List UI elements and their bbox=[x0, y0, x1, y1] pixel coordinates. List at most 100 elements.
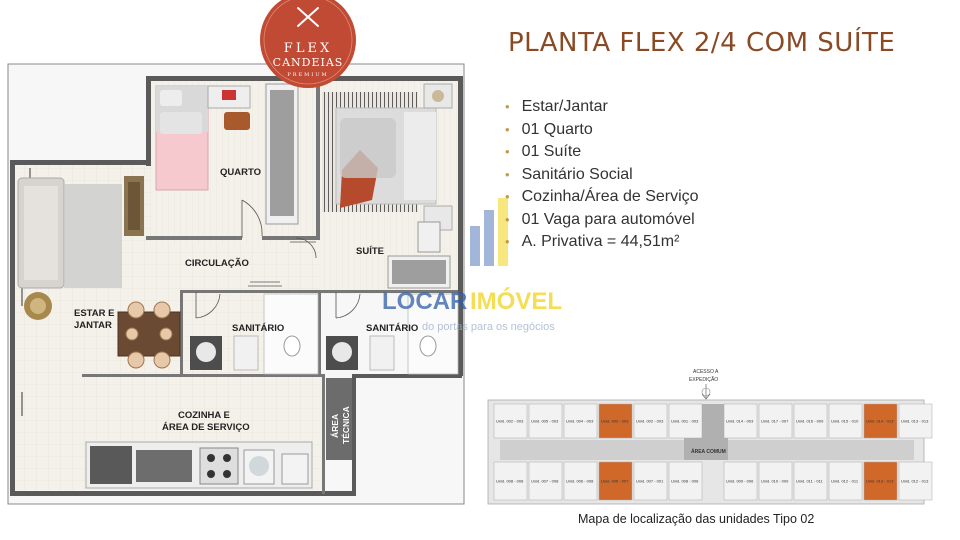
feature-text: 01 Quarto bbox=[521, 120, 593, 138]
bullet-icon: • bbox=[505, 99, 510, 114]
map-unit bbox=[723, 461, 758, 501]
sofa bbox=[17, 177, 122, 289]
logo-cross-icon bbox=[297, 7, 319, 27]
map-unit-label: Unid. 005 - 007 bbox=[601, 479, 629, 484]
feature-item: • Estar/Jantar bbox=[505, 96, 699, 119]
map-caption: Mapa de localização das unidades Tipo 02 bbox=[578, 512, 815, 526]
bullet-icon: • bbox=[505, 166, 510, 182]
map-unit bbox=[493, 461, 528, 501]
room-label-sanitario-2: SANITÁRIO bbox=[366, 323, 418, 334]
feature-item: •Sanitário Social bbox=[505, 164, 699, 187]
feature-item: • Cozinha/Área de Serviço bbox=[505, 186, 699, 209]
map-unit-label: Unid. 011 - 011 bbox=[796, 479, 824, 484]
map-unit bbox=[563, 403, 598, 439]
map-unit-label: Unid. 008 - 006 bbox=[671, 479, 699, 484]
map-unit bbox=[828, 403, 863, 439]
map-unit-label: Unid. 007 - 001 bbox=[636, 479, 664, 484]
room-label-cozinha-1: COZINHA E bbox=[178, 410, 230, 421]
map-unit bbox=[898, 403, 933, 439]
kitchen-counter bbox=[85, 441, 313, 489]
map-unit bbox=[723, 403, 758, 439]
map-unit-label: Unid. 002 - 003 bbox=[636, 419, 664, 424]
quarto-desk bbox=[207, 85, 251, 130]
suite-closet bbox=[387, 221, 451, 289]
doors bbox=[195, 199, 361, 319]
bullet-icon: • bbox=[505, 121, 510, 137]
map-unit bbox=[793, 461, 828, 501]
map-unit-label: Unid. 006 - 008 bbox=[566, 479, 594, 484]
map-unit-label: Unid. 010 - 009 bbox=[761, 479, 789, 484]
bullet-icon: • bbox=[505, 234, 510, 249]
room-label-quarto: QUARTO bbox=[220, 167, 261, 178]
quarto-closet bbox=[265, 83, 299, 225]
map-unit-label: Unid. 014 - 013 bbox=[866, 419, 894, 424]
area-tecnica-block bbox=[326, 378, 352, 460]
map-unit bbox=[598, 461, 633, 501]
feature-item: • 01 Vaga para automóvel bbox=[505, 209, 699, 232]
map-unit-label: Unid. 001 - 003 bbox=[671, 419, 699, 424]
watermark-brand-1: LOCAR bbox=[382, 288, 467, 315]
bullet-icon: • bbox=[505, 211, 510, 227]
side-table bbox=[24, 292, 52, 320]
room-label-cozinha-2: ÁREA DE SERVIÇO bbox=[162, 422, 250, 433]
map-unit bbox=[668, 403, 703, 439]
map-unit-label: Unid. 004 - 003 bbox=[566, 419, 594, 424]
map-unit bbox=[528, 403, 563, 439]
quarto-bed bbox=[155, 85, 209, 191]
logo-line-1: FLEX bbox=[284, 41, 332, 56]
map-unit-label: Unid. 008 - 008 bbox=[496, 479, 524, 484]
location-map: ÁREA COMUM ACESSO A EXPEDIÇÃO Unid. 002 … bbox=[487, 369, 933, 505]
map-unit bbox=[793, 403, 828, 439]
map-unit-label: Unid. 009 - 006 bbox=[726, 479, 754, 484]
map-unit bbox=[528, 461, 563, 501]
map-area-comum: ÁREA COMUM bbox=[691, 448, 726, 455]
feature-text: Cozinha/Área de Serviço bbox=[521, 188, 699, 205]
map-unit-label: Unid. 003 - 003 bbox=[601, 419, 629, 424]
page-title: PLANTA FLEX 2/4 COM SUÍTE bbox=[508, 28, 896, 58]
map-unit-label: Unid. 007 - 008 bbox=[531, 479, 559, 484]
feature-item: •01 Suíte bbox=[505, 141, 699, 164]
room-label-estar-1: ESTAR E bbox=[74, 308, 114, 319]
brand-logo: FLEX CANDEIAS PREMIUM bbox=[260, 0, 356, 88]
bullet-icon: • bbox=[505, 189, 510, 204]
map-unit-label: Unid. 005 - 003 bbox=[531, 419, 559, 424]
watermark: LOCAR IMÓVEL do portas para os negócios bbox=[382, 198, 562, 333]
room-label-estar-2: JANTAR bbox=[74, 320, 112, 331]
map-unit bbox=[758, 403, 793, 439]
feature-item: • A. Privativa = 44,51m² bbox=[505, 231, 699, 254]
feature-text: A. Privativa = 44,51m² bbox=[521, 233, 680, 250]
map-unit bbox=[758, 461, 793, 501]
map-unit bbox=[863, 403, 898, 439]
floor-plan: QUARTO SUÍTE CIRCULAÇÃO ESTAR E JANTAR S… bbox=[7, 63, 465, 505]
watermark-tagline: do portas para os negócios bbox=[422, 321, 555, 333]
bathroom-1 bbox=[190, 293, 319, 375]
room-label-sanitario-1: SANITÁRIO bbox=[232, 323, 284, 334]
map-unit-label: Unid. 016 - 009 bbox=[796, 419, 824, 424]
room-label-area-tecnica-2: TÉCNICA bbox=[341, 406, 351, 444]
feature-text: Estar/Jantar bbox=[521, 98, 608, 115]
feature-text: 01 Vaga para automóvel bbox=[521, 210, 695, 228]
map-unit-label: Unid. 017 - 007 bbox=[761, 419, 789, 424]
bathroom-2 bbox=[326, 293, 459, 375]
map-access-arrow-icon bbox=[701, 384, 711, 400]
dining-table bbox=[117, 301, 181, 369]
map-unit-label: Unid. 013 - 013 bbox=[901, 419, 929, 424]
map-unit-label: Unid. 015 - 010 bbox=[831, 419, 859, 424]
tv-stand bbox=[124, 176, 144, 236]
bullet-icon: • bbox=[505, 144, 510, 159]
map-unit bbox=[633, 403, 668, 439]
map-unit-label: Unid. 013 - 013 bbox=[866, 479, 894, 484]
map-unit bbox=[863, 461, 898, 501]
map-unit-label: Unid. 002 - 003 bbox=[496, 419, 524, 424]
feature-item: • 01 Quarto bbox=[505, 119, 699, 142]
map-unit-label: Unid. 012 - 013 bbox=[901, 479, 929, 484]
suite-bed bbox=[335, 107, 437, 208]
map-unit-label: Unid. 014 - 003 bbox=[726, 419, 754, 424]
map-top-units: Unid. 002 - 003 Unid. 005 - 003 Unid. 004 … bbox=[493, 403, 933, 439]
map-access-1: ACESSO A bbox=[693, 369, 719, 375]
map-unit bbox=[633, 461, 668, 501]
map-unit bbox=[598, 403, 633, 439]
room-label-suite: SUÍTE bbox=[356, 246, 384, 257]
map-unit-label: Unid. 012 - 011 bbox=[831, 479, 859, 484]
